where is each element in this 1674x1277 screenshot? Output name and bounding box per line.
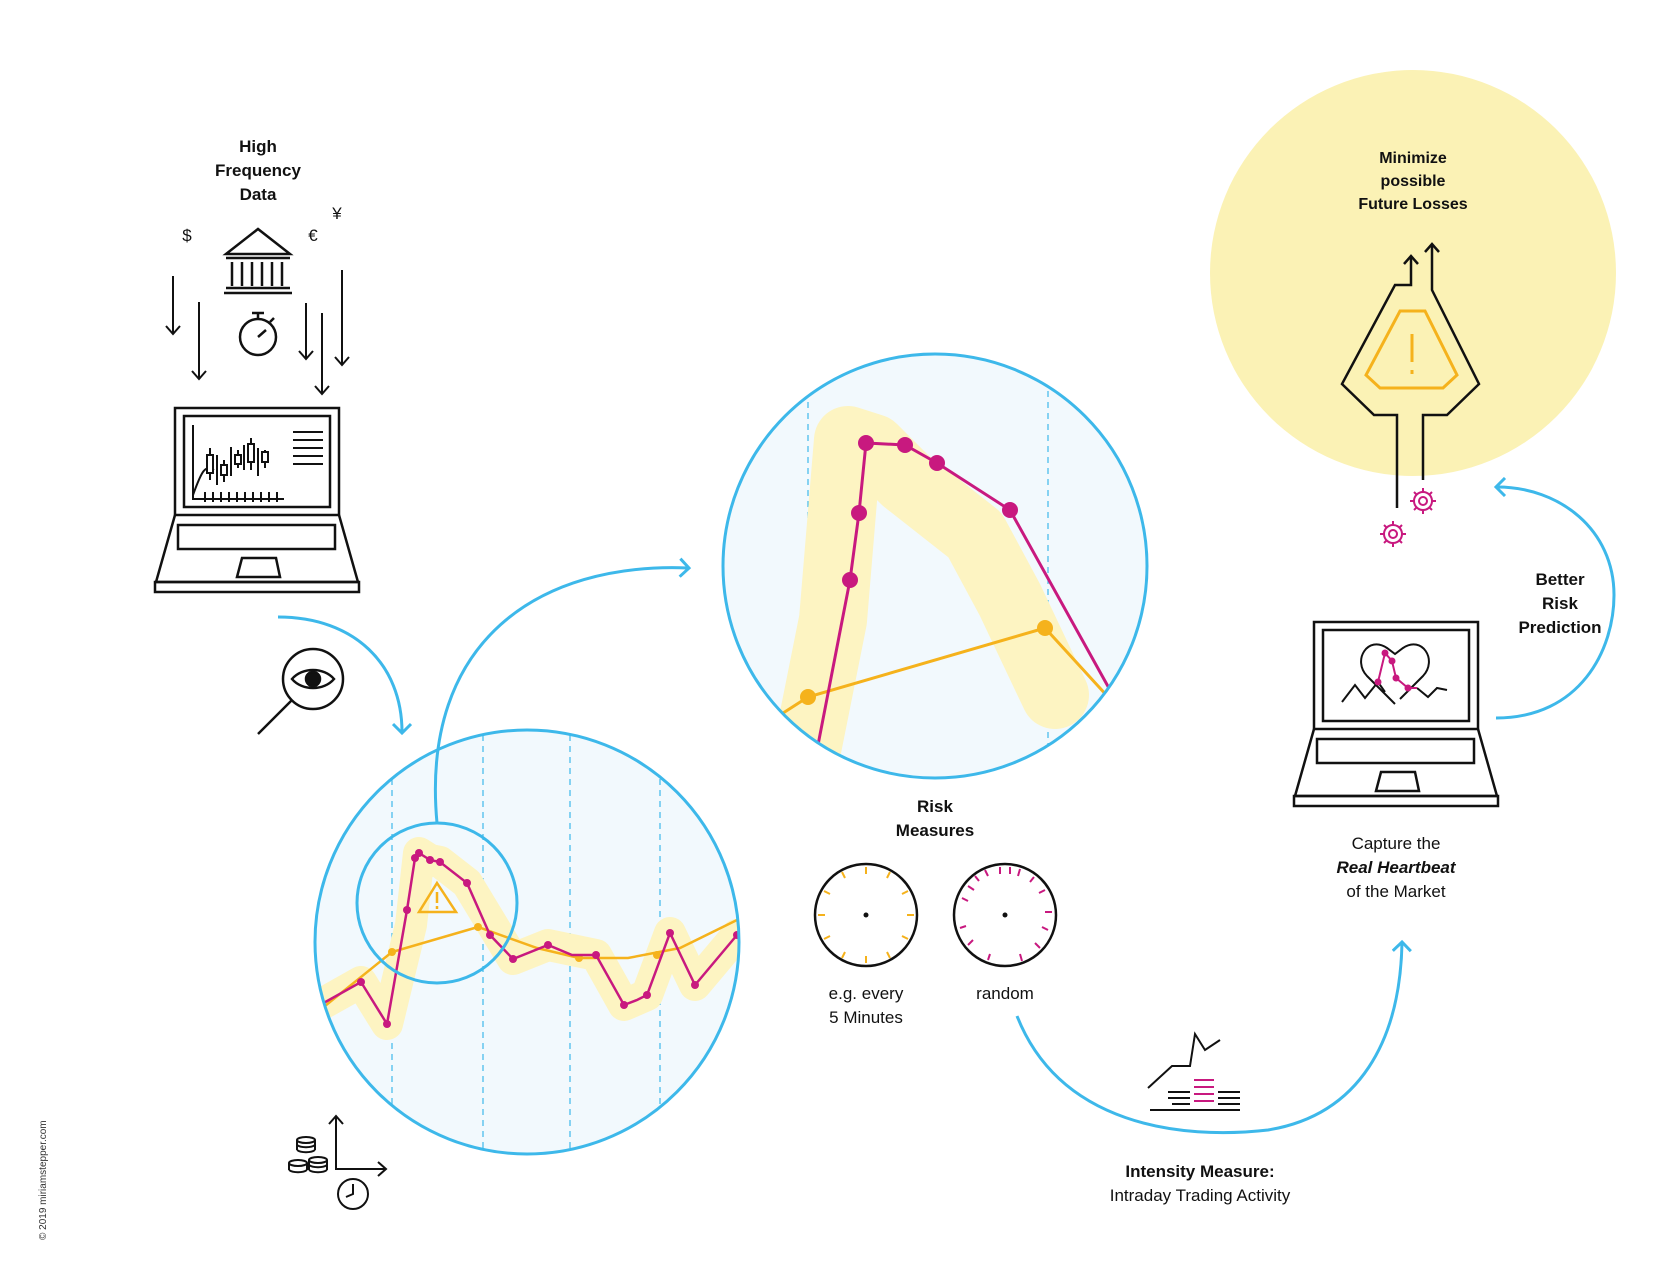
time-series-circle	[313, 728, 741, 1156]
stopwatch-icon	[238, 311, 278, 357]
clock-regular-icon	[813, 862, 919, 968]
risk-label-line1: Risk	[917, 797, 953, 816]
zoom-circle	[721, 352, 1149, 780]
copyright-text: © 2019 miriamstepper.com	[38, 1120, 49, 1240]
risk-measures-label: Risk Measures	[875, 795, 995, 843]
yen-symbol: ¥	[332, 204, 342, 223]
min-line3: Future Losses	[1358, 196, 1468, 213]
min-line2: possible	[1380, 173, 1446, 190]
data-arrows	[165, 270, 350, 396]
minimize-losses-label: Minimize possible Future Losses	[1343, 147, 1483, 216]
clock-regular-line1: e.g. every	[828, 984, 904, 1003]
candlestick-chart-icon	[192, 425, 323, 502]
intensity-measure-label: Intensity Measure: Intraday Trading Acti…	[1080, 1160, 1320, 1208]
capture-line2: Real Heartbeat	[1336, 858, 1456, 877]
better-risk-label: Better Risk Prediction	[1500, 568, 1620, 640]
warning-icon-small	[416, 880, 459, 914]
risk-label-line2: Measures	[895, 821, 975, 840]
capture-line1: Capture the	[1351, 834, 1441, 853]
flow-arrows	[277, 487, 1616, 1135]
gear-icon	[1410, 488, 1436, 514]
laptop-right	[1292, 620, 1500, 808]
hf-label-line1: High	[239, 137, 277, 156]
intensity-title: Intensity Measure:	[1125, 1162, 1275, 1181]
bank-icon	[222, 227, 294, 295]
clock-regular-line2: 5 Minutes	[829, 1008, 903, 1027]
dollar-symbol: $	[182, 226, 192, 245]
coins-time-axes-icon	[288, 1114, 388, 1210]
euro-symbol: €	[308, 226, 318, 245]
better-line3: Prediction	[1518, 618, 1602, 637]
warning-icon-large	[1364, 309, 1459, 390]
min-line1: Minimize	[1379, 150, 1447, 167]
capture-heartbeat-label: Capture the Real Heartbeat of the Market	[1316, 832, 1476, 904]
hf-data-label: High Frequency Data	[198, 135, 318, 207]
magnifier-eye-icon	[257, 647, 345, 735]
intraday-activity-icon	[1147, 1031, 1240, 1111]
capture-line3: of the Market	[1346, 882, 1446, 901]
goal-circle	[1210, 70, 1616, 476]
laptop-left	[153, 406, 361, 594]
intensity-subtitle: Intraday Trading Activity	[1109, 1186, 1291, 1205]
clock-random-label: random	[976, 984, 1034, 1003]
hf-label-line2: Frequency	[215, 161, 301, 180]
clock-regular-label: e.g. every 5 Minutes	[806, 982, 926, 1030]
clock-random-icon	[952, 862, 1058, 968]
better-line1: Better	[1535, 570, 1585, 589]
gear-icon-2	[1380, 521, 1406, 547]
hf-label-line3: Data	[239, 185, 277, 204]
heartbeat-icon	[1341, 643, 1448, 705]
risk-reduction-flask-icon	[1340, 242, 1481, 508]
better-line2: Risk	[1542, 594, 1578, 613]
